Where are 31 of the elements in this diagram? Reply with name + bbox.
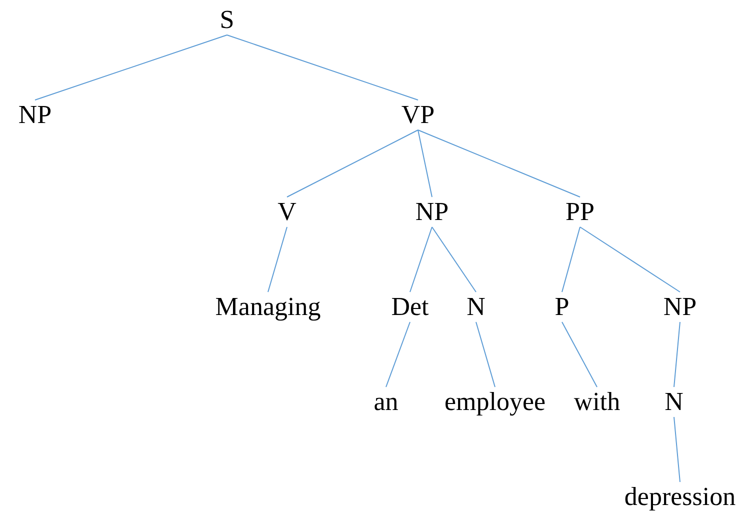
tree-label: P [554, 293, 570, 321]
tree-label: N [664, 388, 684, 416]
tree-branch [476, 322, 496, 388]
tree-branch [432, 226, 476, 292]
tree-label: an [374, 388, 398, 416]
tree-label: S [220, 6, 234, 34]
tree-label: employee [444, 388, 546, 416]
tree-label: Det [391, 293, 429, 321]
tree-branch [226, 34, 418, 100]
tree-label: depression [624, 483, 736, 511]
tree-label: N [466, 293, 486, 321]
tree-branch [286, 130, 418, 198]
tree-label: with [574, 388, 620, 416]
tree-branch [34, 34, 228, 100]
tree-branch [562, 226, 580, 292]
tree-branch [674, 416, 680, 482]
tree-branch [410, 226, 432, 292]
tree-label: Managing [215, 293, 321, 321]
tree-branch [418, 130, 432, 198]
tree-branch [674, 322, 680, 388]
tree-branch [386, 322, 410, 388]
tree-branch [268, 226, 288, 292]
tree-branch [580, 226, 680, 292]
tree-label: NP [663, 293, 697, 321]
tree-label: NP [415, 198, 449, 226]
tree-label: VP [401, 101, 435, 129]
tree-label: NP [18, 101, 52, 129]
tree-label: PP [566, 198, 594, 226]
tree-branch [418, 130, 580, 198]
tree-branch [562, 322, 598, 388]
tree-label: V [278, 198, 296, 226]
